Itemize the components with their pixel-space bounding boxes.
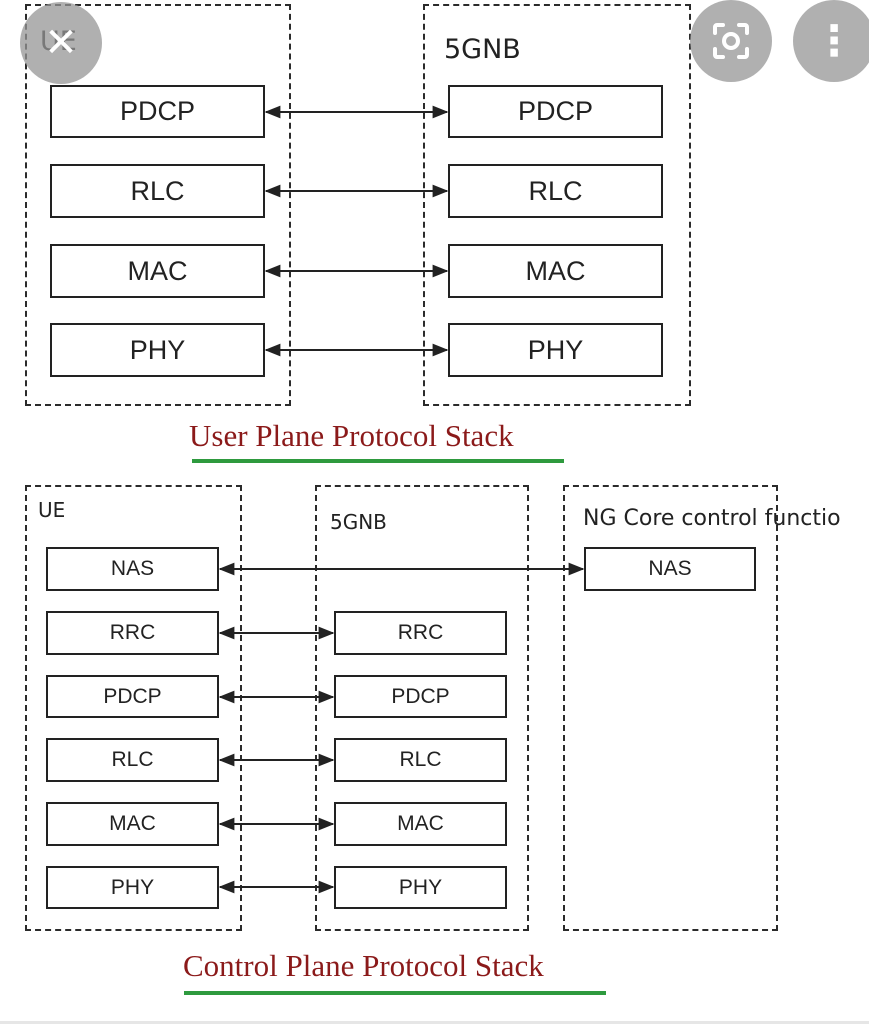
up-gnb-label: 5GNB xyxy=(444,34,521,65)
cp-core-label: NG Core control functio xyxy=(583,506,841,531)
cp-gnb-layer-rrc: RRC xyxy=(334,611,507,655)
up-ue-container xyxy=(25,4,291,406)
lens-button[interactable] xyxy=(690,0,772,82)
lens-icon xyxy=(713,23,749,59)
cp-gnb-label: 5GNB xyxy=(330,510,387,534)
cp-ue-layer-nas: NAS xyxy=(46,547,219,591)
close-button[interactable]: ✕ xyxy=(20,2,102,84)
more-vertical-icon: ⋮ xyxy=(813,16,855,65)
cp-core-layer-nas: NAS xyxy=(584,547,756,591)
up-ue-layer-rlc: RLC xyxy=(50,164,265,218)
up-gnb-container xyxy=(423,4,691,406)
close-icon: ✕ xyxy=(44,20,78,66)
cp-ue-layer-phy: PHY xyxy=(46,866,219,909)
up-ue-layer-phy: PHY xyxy=(50,323,265,377)
cp-gnb-layer-mac: MAC xyxy=(334,802,507,846)
cp-core-container xyxy=(563,485,778,931)
cp-caption: Control Plane Protocol Stack xyxy=(183,948,544,983)
cp-gnb-container xyxy=(315,485,529,931)
cp-ue-layer-rrc: RRC xyxy=(46,611,219,655)
up-gnb-layer-rlc: RLC xyxy=(448,164,663,218)
up-gnb-layer-pdcp: PDCP xyxy=(448,85,663,138)
cp-gnb-layer-pdcp: PDCP xyxy=(334,675,507,718)
bottom-divider xyxy=(0,1021,869,1024)
up-caption-underline xyxy=(192,459,564,463)
up-gnb-layer-phy: PHY xyxy=(448,323,663,377)
cp-gnb-layer-phy: PHY xyxy=(334,866,507,909)
cp-ue-layer-rlc: RLC xyxy=(46,738,219,782)
up-ue-layer-pdcp: PDCP xyxy=(50,85,265,138)
up-caption: User Plane Protocol Stack xyxy=(189,418,514,453)
cp-caption-underline xyxy=(184,991,606,995)
cp-ue-container xyxy=(25,485,242,931)
cp-gnb-layer-rlc: RLC xyxy=(334,738,507,782)
more-options-button[interactable]: ⋮ xyxy=(793,0,869,82)
cp-ue-layer-mac: MAC xyxy=(46,802,219,846)
cp-ue-label: UE xyxy=(38,498,66,522)
up-ue-layer-mac: MAC xyxy=(50,244,265,298)
cp-ue-layer-pdcp: PDCP xyxy=(46,675,219,718)
up-gnb-layer-mac: MAC xyxy=(448,244,663,298)
